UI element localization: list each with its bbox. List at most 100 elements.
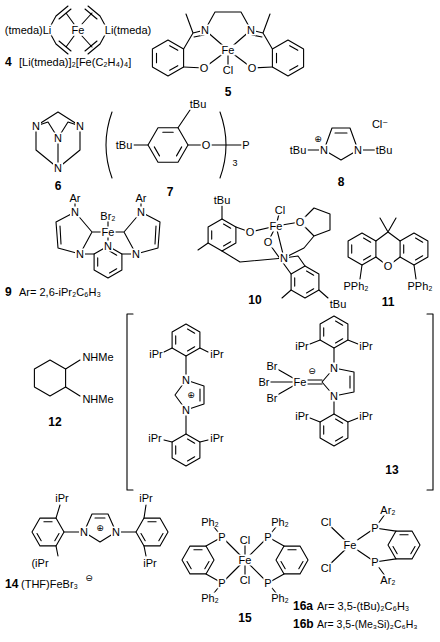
atom-label: Cl [222, 65, 234, 76]
atom-label: P [217, 578, 226, 589]
hexagon-ring [320, 316, 348, 348]
compound-number: 15 [237, 612, 252, 624]
atom-label: P [217, 532, 226, 543]
atom-label: Ar [69, 193, 82, 204]
atom-label: NHMe [81, 394, 114, 405]
atom-label: tBu [189, 99, 208, 110]
atom-label: Ar₂ [379, 575, 396, 586]
atom-label: ⊕ [95, 524, 105, 533]
parentheses [106, 112, 226, 178]
atom-label: Fe [269, 221, 284, 232]
compound-number: 10 [247, 294, 262, 306]
atom-label: tBu [213, 195, 232, 206]
hexagon-ring [208, 219, 236, 251]
atom-label: Fe [238, 555, 253, 566]
hexagon-ring [276, 546, 308, 574]
atom-label: N [319, 145, 329, 156]
compound-number: 6 [54, 180, 63, 192]
atom-label: Br₂ [99, 211, 116, 222]
atom-label: O [295, 217, 306, 228]
atom-label: ⊖ [307, 367, 317, 376]
hexagon-ring [291, 266, 319, 298]
compound-number: 7 [166, 186, 175, 198]
atom-label: N [329, 391, 339, 402]
atom-label: Cl [239, 535, 251, 546]
compound-number: 16b [292, 618, 315, 630]
bond-lines [36, 6, 416, 598]
atom-label: P [263, 532, 272, 543]
atom-label: N [75, 249, 85, 260]
atom-label: Fe [101, 227, 116, 238]
atom-label: iPr [148, 349, 163, 360]
atom-label: N [31, 121, 41, 132]
atom-label: N [181, 405, 191, 416]
atom-label: O [383, 261, 394, 272]
atom-label: ⊕ [313, 135, 323, 144]
atom-label: tBu [329, 299, 348, 310]
atom-label: Ph₂ [270, 517, 290, 528]
compound-number: 9 [4, 286, 13, 298]
atom-label: iPr [358, 411, 373, 422]
atom-label: P [263, 578, 272, 589]
bracket [127, 314, 433, 490]
atom-label: O [263, 237, 274, 248]
atom-label: N [70, 207, 80, 218]
atom-label: 3 [231, 159, 238, 168]
hexagon-ring [182, 546, 214, 574]
hexagon-ring [172, 324, 200, 356]
atom-label: iPr [294, 411, 309, 422]
atom-label: N [136, 207, 146, 218]
atom-label: Ar [135, 193, 148, 204]
hexagon-ring [34, 360, 65, 396]
atom-label: Cl [320, 517, 332, 528]
atom-label: N [75, 121, 85, 132]
atom-label: Fe [221, 45, 236, 56]
atom-label: iPr [294, 341, 309, 352]
atom-label: P [241, 140, 250, 151]
hexagon-ring [400, 233, 428, 265]
atom-label: tBu [289, 145, 308, 156]
atom-label: O [245, 227, 256, 238]
atom-label: N [131, 249, 141, 260]
atom-label: Cl [274, 205, 286, 216]
atom-label: N [111, 527, 121, 538]
atom-label: N [181, 375, 191, 386]
atom-label: Ar= 3,5-(Me₃Si)₂C₆H₃ [316, 619, 419, 630]
compound-number: 13 [384, 464, 399, 476]
hexagon-ring [320, 414, 348, 446]
atom-label: Cl [320, 563, 332, 574]
atom-label: O [247, 63, 258, 74]
hexagon-ring [136, 518, 168, 546]
atom-label: [Li(tmeda)]₂[Fe(C₂H₄)₄] [18, 57, 132, 68]
atom-label: iPr [54, 493, 69, 504]
atom-label: Fe [343, 540, 358, 551]
atom-label: N [53, 163, 63, 174]
atom-label: iPr [358, 341, 373, 352]
compound-number: 11 [381, 296, 396, 308]
atom-label: N [79, 527, 89, 538]
atom-label: tBu [115, 140, 134, 151]
atom-label: Ph₂ [200, 517, 220, 528]
atom-label: ⊕ [186, 391, 196, 400]
atom-label: (iPr [30, 558, 49, 569]
atom-label: iPr [147, 433, 162, 444]
atom-label: Ar= 3,5-(tBu)₂C₆H₃ [316, 601, 410, 612]
atom-label: P [370, 523, 379, 534]
atom-label: N [279, 253, 289, 264]
atom-label: N [53, 133, 63, 144]
atom-label: Fe [71, 25, 86, 36]
atom-label: Ar= 2,6-iPr₂C₆H₃ [18, 287, 102, 298]
atom-label: (THF)FeBr₃ [20, 579, 79, 590]
atom-label: Cl [239, 575, 251, 586]
compound-number: 16a [292, 600, 314, 612]
atom-label: iPr [142, 558, 157, 569]
compound-number: 5 [224, 86, 233, 98]
compound-number: 14 [4, 578, 19, 590]
compound-number: 4 [4, 56, 13, 68]
compound-number: 12 [47, 416, 62, 428]
atom-label: ⊖ [84, 574, 94, 583]
atom-label: Fe [293, 377, 308, 388]
atom-label: N [103, 241, 113, 252]
